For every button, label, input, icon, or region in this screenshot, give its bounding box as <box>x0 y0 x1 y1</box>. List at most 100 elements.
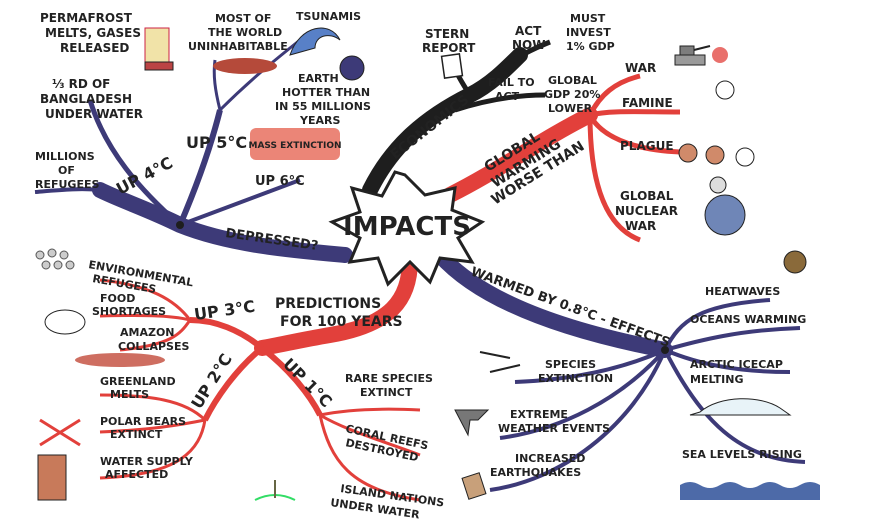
act-now-1: ACT <box>515 24 542 38</box>
act-now-2: NOW <box>512 38 545 52</box>
bangladesh-1: ⅓ RD OF <box>52 77 110 91</box>
food-1: FOOD <box>100 292 135 305</box>
well-icon <box>37 454 67 501</box>
pred-sub-up2-green <box>99 393 207 422</box>
nuclear-2: NUCLEAR <box>615 204 678 218</box>
node-dot <box>661 346 669 354</box>
effects-sub-sea <box>663 349 806 464</box>
burning-forest-icon <box>75 353 165 367</box>
nuclear-1: GLOBAL <box>620 189 674 203</box>
species-2: EXTINCTION <box>538 372 613 385</box>
bangladesh-2: BANGLADESH <box>40 92 132 106</box>
report-paper-icon <box>440 53 464 79</box>
empty-plate-icon <box>44 309 86 335</box>
rare-1: RARE SPECIES <box>345 372 433 385</box>
food-2: SHORTAGES <box>92 305 166 318</box>
fail-act-1: FAIL TO <box>488 76 535 89</box>
up6-label: UP 6°C <box>255 174 305 189</box>
sea-waves-icon <box>680 482 820 500</box>
greenland-1: GREENLAND <box>100 375 176 388</box>
global-gdp-1: GLOBAL <box>548 74 597 87</box>
refugee-heads-icon <box>35 248 75 270</box>
quake-1: INCREASED <box>515 452 585 465</box>
up4-branch <box>92 182 353 263</box>
tsunami-label: TSUNAMIS <box>296 10 361 23</box>
rare-2: EXTINCT <box>360 386 413 399</box>
economics-sub-fail <box>454 92 546 113</box>
bones-icon <box>479 351 521 373</box>
nuclear-3: WAR <box>625 219 656 233</box>
sea-levels-label: SEA LEVELS RISING <box>682 448 802 461</box>
worse-than-branch <box>442 107 598 203</box>
water-2: AFFECTED <box>105 468 168 481</box>
center-title: IMPACTS <box>343 212 471 242</box>
effects-branch <box>432 247 673 358</box>
refugees-2: OF <box>58 164 75 177</box>
up4-sub-up5 <box>177 109 223 227</box>
mass-extinction-icon: MASS EXTINCTION <box>249 128 342 160</box>
pred-sub-up3 <box>189 317 264 351</box>
iceberg-icon <box>689 398 792 416</box>
sun-icon <box>783 250 807 274</box>
node-dot <box>176 221 184 229</box>
greenland-2: MELTS <box>110 388 149 401</box>
up4-sub-bangladesh <box>87 99 182 227</box>
heatwaves-label: HEATWAVES <box>705 285 780 298</box>
economics-label: ECONOMICS <box>388 92 473 163</box>
effects-sub-weather <box>499 348 667 440</box>
permafrost-3: RELEASED <box>60 41 129 55</box>
permafrost-2: MELTS, GASES <box>45 26 141 40</box>
worse-sub-war <box>587 73 641 117</box>
bangladesh-3: UNDER WATER <box>45 107 143 121</box>
pred-sub-up2-water <box>99 419 207 480</box>
earth-hotter-4: YEARS <box>299 114 340 127</box>
worse-sub-plague <box>587 113 681 155</box>
fail-act-2: ACT <box>495 90 520 103</box>
amazon-2: COLLAPSES <box>118 340 189 353</box>
pred-sub-up1-island <box>318 414 421 502</box>
effects-sub-arctic <box>664 348 791 374</box>
plague-label: PLAGUE <box>620 139 674 153</box>
world-1: MOST OF <box>215 12 271 25</box>
impacts-starburst <box>328 170 486 287</box>
wave-icon <box>289 27 341 56</box>
explosion-icon <box>712 47 728 63</box>
quake-2: EARTHQUAKES <box>490 466 581 479</box>
up4-sub-up6 <box>179 178 301 227</box>
economics-sub-act <box>498 39 551 74</box>
palm-island-icon <box>254 480 296 501</box>
predictions-label-2: FOR 100 YEARS <box>280 314 403 330</box>
water-1: WATER SUPPLY <box>100 455 194 468</box>
up4-sub-refugees <box>34 187 101 194</box>
pred-sub-up3-env <box>99 278 192 321</box>
tornado-icon <box>454 409 490 437</box>
effects-label: WARMED BY 0.8°C - EFFECTS <box>469 265 672 351</box>
must-invest-3: 1% GDP <box>566 40 615 53</box>
effects-sub-heat <box>663 298 771 351</box>
permafrost-1: PERMAFROST <box>40 11 133 25</box>
gas-bubbles-icon <box>144 27 174 71</box>
must-invest-1: MUST <box>570 12 606 25</box>
up1-label: UP 1°C <box>279 354 336 411</box>
hot-earth-icon <box>339 55 365 81</box>
pred-sub-up2 <box>202 345 264 422</box>
effects-sub-oceans <box>664 326 801 352</box>
svg-text:MASS EXTINCTION: MASS EXTINCTION <box>249 141 342 151</box>
pred-sub-up1 <box>260 345 323 417</box>
pred-sub-up2-polar <box>99 418 206 434</box>
polar-1: POLAR BEARS <box>100 415 186 428</box>
earth-hotter-1: EARTH <box>298 72 339 85</box>
species-1: SPECIES <box>545 358 596 371</box>
weather-1: EXTREME <box>510 408 568 421</box>
earth-hotter-3: IN 55 MILLIONS <box>275 100 371 113</box>
node-dot <box>587 112 593 118</box>
must-invest-2: INVEST <box>566 26 611 39</box>
global-gdp-3: LOWER <box>548 102 593 115</box>
tank-icon <box>674 45 711 66</box>
nuclear-globe-icon <box>704 194 746 236</box>
refugees-3: REFUGEES <box>35 178 99 191</box>
famine-label: FAMINE <box>622 96 673 110</box>
pred-sub-up3-amazon <box>119 319 192 352</box>
